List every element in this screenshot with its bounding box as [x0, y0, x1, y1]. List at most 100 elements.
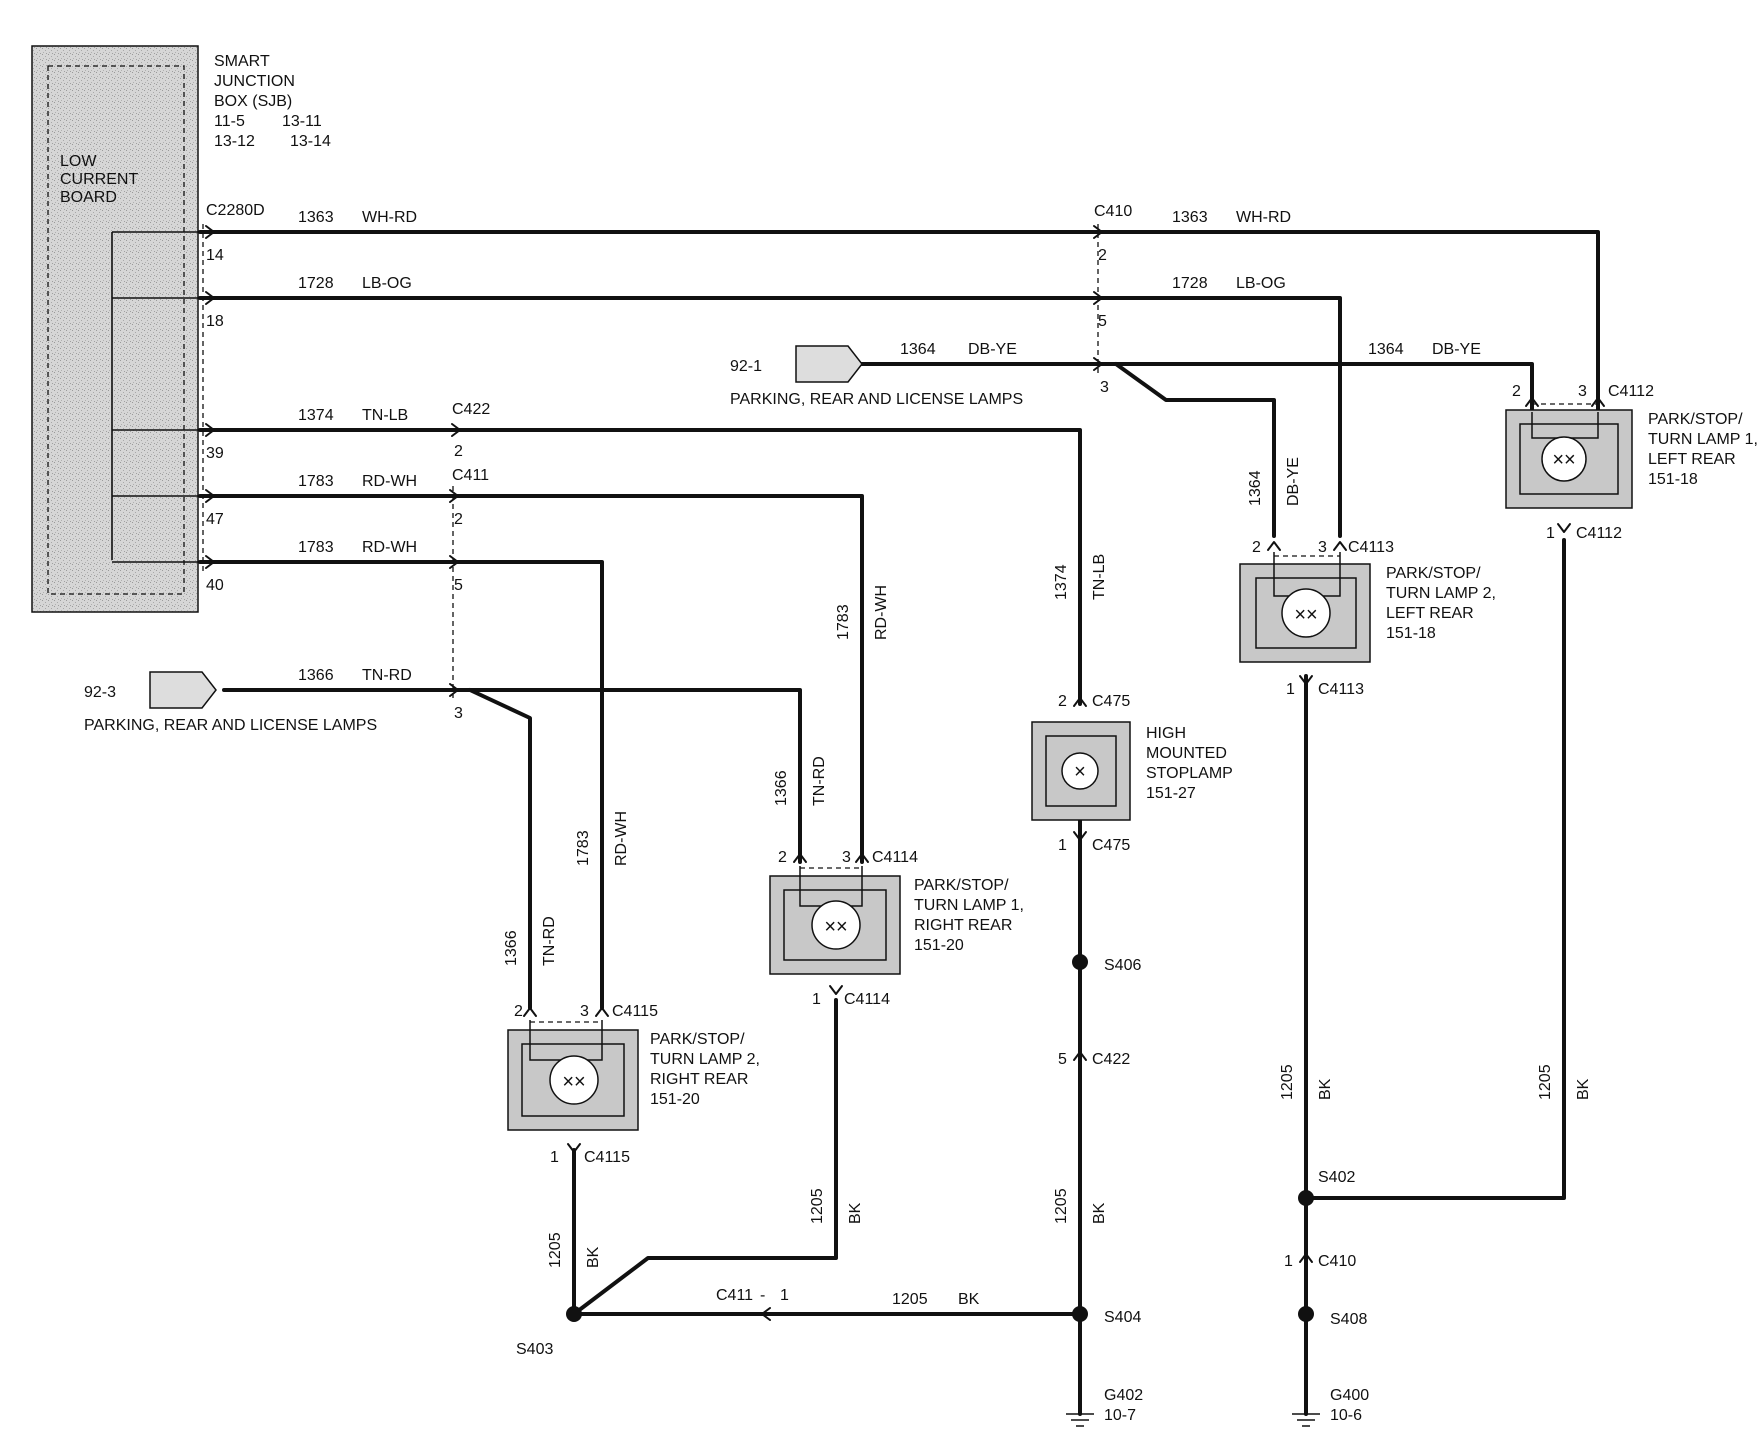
source-label: PARKING, REAR AND LICENSE LAMPS [84, 717, 377, 734]
sjb-pin: 18 [206, 313, 224, 330]
lamp-name-line: PARK/STOP/ [1648, 411, 1743, 428]
bulb-filament-icon: ×× [824, 916, 847, 938]
splice-label: S403 [516, 1341, 553, 1358]
wire-circuit: 1205 [892, 1291, 928, 1308]
sjb-ref: 13-12 [214, 133, 255, 150]
connector-c410-ground: 1 C410 [1284, 1253, 1356, 1270]
wire-circuit: 1205 [1053, 1188, 1070, 1224]
connector-label: C410 [1094, 203, 1132, 220]
sjb-ref: 13-14 [290, 133, 331, 150]
sjb-title-line3: BOX (SJB) [214, 93, 292, 110]
splice-label: S404 [1104, 1309, 1141, 1326]
wire-circuit: 1783 [835, 604, 852, 640]
connector-c422-ground: 5 C422 [1058, 1051, 1130, 1068]
connector-label: C422 [452, 401, 490, 418]
lamp-pin: 3 [1578, 383, 1587, 400]
splice-dot [1072, 1306, 1088, 1322]
connector-dash: - [760, 1287, 765, 1304]
connector-c411: C411 2 5 3 [452, 467, 489, 722]
wire-color: RD-WH [362, 539, 417, 556]
sjb-pin: 14 [206, 247, 224, 264]
lamp-connector: C4114 [872, 849, 918, 866]
lamp-pin: 2 [778, 849, 787, 866]
connector-arrows [205, 225, 1605, 1321]
wire-circuit: 1366 [773, 770, 790, 806]
lamp-pin: 2 [1058, 693, 1067, 710]
wire-circuit: 1364 [900, 341, 936, 358]
lamp-connector: C475 [1092, 837, 1130, 854]
bulb-icon [1541, 436, 1587, 482]
lamp-name-line: TURN LAMP 2, [650, 1051, 760, 1068]
wire-color: WH-RD [362, 209, 417, 226]
lamp-name-line: TURN LAMP 2, [1386, 585, 1496, 602]
connector-label: C410 [1318, 1253, 1356, 1270]
wire-color: TN-RD [362, 667, 412, 684]
lamp-name-line: PARK/STOP/ [1386, 565, 1481, 582]
ground-wires [572, 538, 1566, 1416]
connector-pin: 3 [1100, 379, 1109, 396]
sjb-pin: 39 [206, 445, 224, 462]
connector-label: C422 [1092, 1051, 1130, 1068]
smart-junction-box: SMART JUNCTION BOX (SJB) 11-5 13-11 13-1… [31, 45, 331, 613]
bulb-filament-icon: ×× [1294, 604, 1317, 626]
lamp-name-line: PARK/STOP/ [650, 1031, 745, 1048]
wire-circuit: 1205 [809, 1188, 826, 1224]
wire-color: RD-WH [613, 811, 630, 866]
lamp-name-line: TURN LAMP 1, [914, 897, 1024, 914]
sjb-ref: 11-5 [214, 113, 245, 130]
wire-color: BK [1317, 1078, 1334, 1100]
wire-color: TN-LB [1091, 554, 1108, 600]
wire-1783-b [198, 560, 604, 1010]
wire-circuit: 1366 [298, 667, 334, 684]
vertical-wire-labels: 1364 DB-YE 1374 TN-LB 1783 RD-WH 1366 TN… [503, 457, 1592, 1268]
wire-color: TN-LB [362, 407, 408, 424]
bulb-filament-icon: ×× [562, 1071, 585, 1093]
wire-color: WH-RD [1236, 209, 1291, 226]
source-92-1: 92-1 PARKING, REAR AND LICENSE LAMPS [730, 345, 1023, 408]
wire-circuit: 1205 [547, 1232, 564, 1268]
lamp-name-line: RIGHT REAR [914, 917, 1012, 934]
lamp-connector: C4114 [844, 991, 890, 1008]
wire-color: LB-OG [1236, 275, 1286, 292]
connector-pin: 3 [454, 705, 463, 722]
wire-color: BK [1091, 1202, 1108, 1224]
lamp-name-line: LEFT REAR [1386, 605, 1474, 622]
lamp-connector: C4113 [1348, 539, 1394, 556]
ground-ref: 10-6 [1330, 1407, 1362, 1424]
lamp-pin: 2 [1512, 383, 1521, 400]
connector-pin: 1 [780, 1287, 789, 1304]
lamp-name-line: HIGH [1146, 725, 1186, 742]
lamp-pin: 3 [1318, 539, 1327, 556]
lamp-name-line: 151-27 [1146, 785, 1196, 802]
lamp-park-stop-turn-1-left-rear: ×× 2 3 C4112 1 C4112 PARK/STOP/ TURN LAM… [1505, 383, 1758, 542]
connector-label: C411 [716, 1287, 753, 1304]
lamp-name-line: TURN LAMP 1, [1648, 431, 1758, 448]
wire-circuit: 1728 [1172, 275, 1208, 292]
lamp-pin: 2 [1252, 539, 1261, 556]
connector-c411-ground: C411 - 1 [716, 1287, 789, 1304]
splice-dot [566, 1306, 582, 1322]
sjb-connector-label: C2280D [206, 202, 265, 219]
lamp-pin: 1 [812, 991, 821, 1008]
wire-color: RD-WH [362, 473, 417, 490]
wire-circuit: 1363 [298, 209, 334, 226]
wire-1363 [198, 230, 1600, 414]
bulb-filament-icon: × [1074, 761, 1086, 783]
wire-color: DB-YE [1432, 341, 1481, 358]
lamp-name-line: MOUNTED [1146, 745, 1227, 762]
wire-color: DB-YE [968, 341, 1017, 358]
bulb-filament-icon: ×× [1552, 449, 1575, 471]
sjb-pin: 40 [206, 577, 224, 594]
ground-icon [1066, 1413, 1094, 1427]
sjb-pin: 47 [206, 511, 224, 528]
wire-color: BK [1575, 1078, 1592, 1100]
connector-pin: 2 [454, 443, 463, 460]
wire-color: TN-RD [541, 916, 558, 966]
splice-dot [1072, 954, 1088, 970]
lamp-name-line: 151-20 [914, 937, 964, 954]
wire-1366 [222, 688, 802, 1010]
wire-circuit: 1366 [503, 930, 520, 966]
lamp-park-stop-turn-1-right-rear: ×× 2 3 C4114 1 C4114 PARK/STOP/ TURN LAM… [769, 849, 1024, 1008]
wire-1728 [198, 296, 1342, 538]
wire-color: BK [847, 1202, 864, 1224]
